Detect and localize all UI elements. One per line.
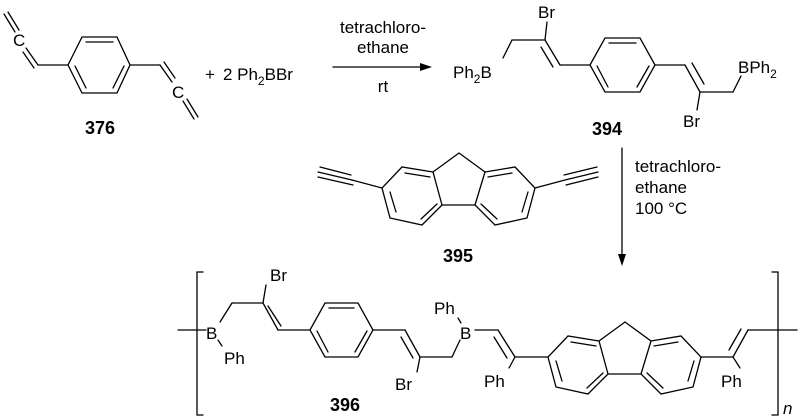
right-bracket: [771, 271, 779, 416]
reagent-text: +2 Ph2BBr: [205, 65, 293, 88]
phenyl-label: Ph: [434, 299, 455, 318]
compound-395-structure: [317, 152, 599, 226]
boron-label: B: [206, 324, 217, 343]
bromine-label: Br: [683, 112, 700, 131]
bromine-label: Br: [538, 3, 555, 22]
phenyl-label: Ph: [484, 372, 505, 391]
condition-solvent-1b: ethane: [357, 38, 409, 57]
carbon-label: C: [13, 31, 25, 50]
condition-solvent-2b: ethane: [635, 178, 687, 197]
phenyl-label: Ph: [721, 372, 742, 391]
carbon-label: C: [172, 83, 184, 102]
condition-temperature-1: rt: [378, 77, 389, 96]
compound-label-376: 376: [85, 118, 115, 138]
reaction-arrow-2: [618, 147, 626, 266]
condition-solvent-2a: tetrachloro-: [635, 157, 721, 176]
reaction-arrow-1: [332, 63, 432, 71]
compound-label-395: 395: [443, 246, 473, 266]
compound-394-structure: Ph2B Br Br BPh2: [453, 3, 777, 131]
bromine-label: Br: [270, 266, 287, 285]
phenyl-label: Ph: [224, 349, 245, 368]
condition-temperature-2: 100 °C: [635, 199, 687, 218]
left-bracket: [196, 271, 204, 416]
compound-label-394: 394: [592, 119, 622, 139]
bph2-label: BPh2: [738, 58, 777, 81]
polymer-396-structure: B Ph Br Br B Ph Ph: [177, 266, 798, 418]
bromine-label: Br: [395, 375, 412, 394]
ph2b-label: Ph2B: [453, 63, 492, 86]
repeat-unit-n: n: [783, 399, 792, 418]
compound-label-396: 396: [330, 395, 360, 415]
boron-label: B: [460, 324, 471, 343]
condition-solvent-1a: tetrachloro-: [340, 18, 426, 37]
compound-376-structure: C C: [3, 11, 199, 120]
